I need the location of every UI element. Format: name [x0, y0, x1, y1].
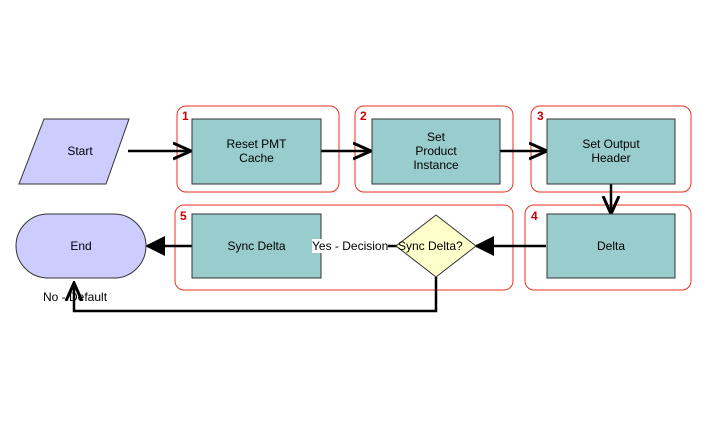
end-label: End — [70, 239, 92, 253]
step-5-number: 5 — [180, 209, 187, 223]
end-shape — [15, 213, 147, 279]
step-1-number: 1 — [182, 109, 189, 123]
connector-decision-to-end-default — [74, 277, 438, 313]
edge-label-yes: Yes - Decision — [312, 239, 389, 253]
step-1-label: Reset PMT Cache — [226, 137, 287, 165]
decision-shape — [395, 214, 477, 278]
step-5-shape — [191, 213, 322, 279]
step-2-label: Set Product Instance — [413, 130, 459, 172]
step-4-shape — [546, 213, 676, 279]
step-2-number: 2 — [360, 109, 367, 123]
step-4-label: Delta — [596, 239, 625, 253]
start-shape — [18, 118, 130, 185]
step-1-shape — [191, 118, 322, 185]
step-2-shape — [371, 118, 501, 185]
group-outline-5 — [174, 204, 514, 291]
step-3-label: Set Output Header — [582, 137, 640, 165]
decision-label: Sync Delta? — [398, 239, 463, 253]
start-label: Start — [67, 144, 93, 158]
step-5-label: Sync Delta — [227, 239, 286, 253]
step-4-number: 4 — [531, 209, 538, 223]
step-3-shape — [546, 118, 676, 185]
edge-label-no: No - Default — [43, 290, 108, 304]
step-3-number: 3 — [537, 109, 544, 123]
